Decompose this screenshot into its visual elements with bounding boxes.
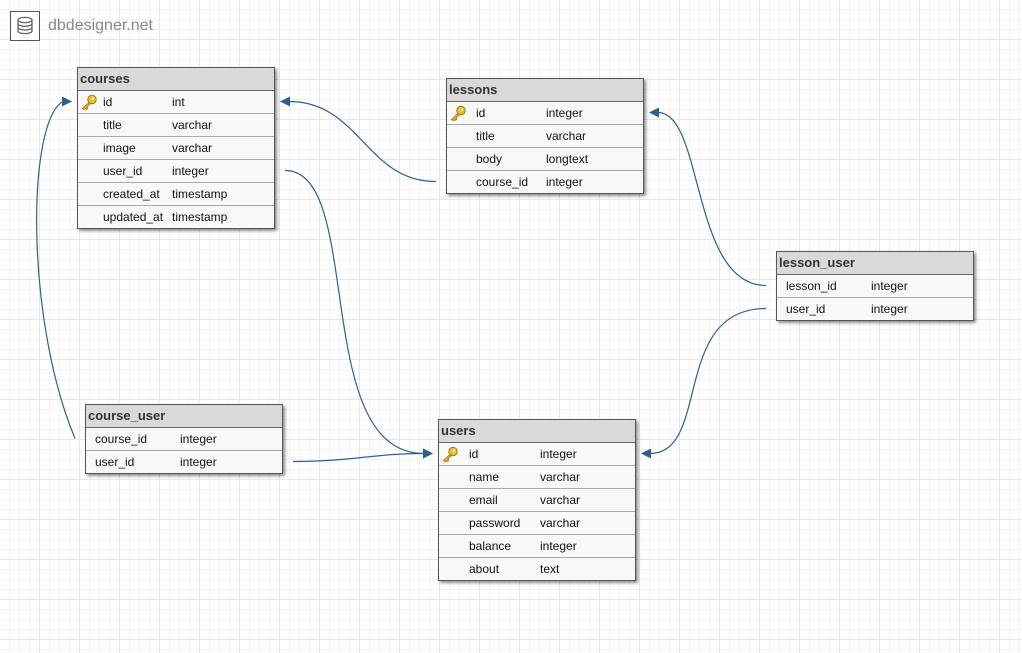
column-name: id [476, 106, 486, 120]
relation-line[interactable] [284, 169, 425, 455]
relation-course-user-course-id-to-courses[interactable] [36, 96, 76, 439]
table-row[interactable]: updated_at timestamp [78, 206, 274, 228]
relation-lessons-course-id-to-courses[interactable] [280, 96, 437, 183]
table-row[interactable]: title varchar [78, 114, 274, 137]
relation-course-user-user-id-to-users[interactable] [292, 448, 433, 463]
column-name: password [469, 516, 521, 530]
column-type: integer [180, 455, 217, 469]
column-name: body [476, 152, 503, 166]
key-icon [441, 446, 459, 463]
table-row[interactable]: email varchar [439, 489, 635, 512]
column-type: varchar [540, 493, 581, 507]
table-row[interactable]: course_id integer [86, 428, 282, 451]
column-type: varchar [540, 470, 581, 484]
column-name: course_id [95, 432, 148, 446]
brand-logo[interactable]: dbdesigner.net [10, 10, 153, 42]
column-name: id [103, 95, 113, 109]
arrowhead-icon [649, 107, 659, 118]
column-name: title [476, 129, 495, 143]
relation-courses-user-id-to-users[interactable] [284, 169, 433, 459]
column-name: lesson_id [786, 279, 837, 293]
brand-name: dbdesigner.net [48, 17, 153, 34]
table-row[interactable]: about text [439, 558, 635, 580]
table-row[interactable]: user_id integer [86, 451, 282, 473]
table-row[interactable]: user_id integer [78, 160, 274, 183]
table-header[interactable]: course_user [86, 405, 282, 428]
column-type: timestamp [172, 210, 228, 224]
table-row[interactable]: password varchar [439, 512, 635, 535]
relation-line[interactable] [36, 100, 76, 439]
column-type: int [172, 95, 185, 109]
column-name: updated_at [103, 210, 164, 224]
column-type: integer [871, 279, 908, 293]
relation-lesson-user-lesson-id-to-lessons[interactable] [649, 107, 767, 287]
table-row[interactable]: body longtext [447, 148, 643, 171]
relation-line[interactable] [288, 100, 437, 183]
table-lessons[interactable]: lessons id integer title varchar body longtext… [446, 78, 644, 194]
table-row[interactable]: name varchar [439, 466, 635, 489]
column-type: longtext [546, 152, 589, 166]
column-name: image [103, 141, 136, 155]
arrowhead-icon [423, 448, 433, 459]
table-header[interactable]: lessons [447, 79, 643, 102]
column-name: user_id [95, 455, 135, 469]
column-name: name [469, 470, 500, 484]
database-icon [10, 11, 40, 41]
column-type: text [540, 562, 560, 576]
column-type: integer [172, 164, 209, 178]
column-name: title [103, 118, 122, 132]
arrowhead-icon [641, 448, 651, 459]
key-icon [449, 105, 467, 122]
table-header[interactable]: lesson_user [777, 252, 973, 275]
table-row[interactable]: id int [78, 91, 274, 114]
column-type: integer [540, 539, 577, 553]
table-row[interactable]: lesson_id integer [777, 275, 973, 298]
arrowhead-icon [280, 96, 290, 107]
table-header[interactable]: users [439, 420, 635, 443]
column-name: balance [469, 539, 512, 553]
column-name: email [469, 493, 498, 507]
table-row[interactable]: title varchar [447, 125, 643, 148]
relation-line[interactable] [657, 111, 767, 287]
column-type: varchar [540, 516, 581, 530]
table-header[interactable]: courses [78, 68, 274, 91]
table-row[interactable]: id integer [447, 102, 643, 125]
column-type: varchar [172, 141, 213, 155]
arrowhead-icon [423, 448, 433, 459]
column-type: integer [546, 175, 583, 189]
column-type: integer [871, 302, 908, 316]
column-name: about [469, 562, 500, 576]
column-name: created_at [103, 187, 160, 201]
table-row[interactable]: course_id integer [447, 171, 643, 193]
column-type: integer [180, 432, 217, 446]
column-type: integer [546, 106, 583, 120]
relation-line[interactable] [292, 452, 425, 463]
relation-lesson-user-user-id-to-users[interactable] [641, 307, 767, 459]
column-type: timestamp [172, 187, 228, 201]
table-courses[interactable]: courses id int title varchar image varchar user… [77, 67, 275, 229]
table-row[interactable]: created_at timestamp [78, 183, 274, 206]
arrowhead-icon [62, 96, 72, 107]
table-row[interactable]: image varchar [78, 137, 274, 160]
column-name: user_id [786, 302, 826, 316]
column-name: user_id [103, 164, 143, 178]
key-icon [80, 94, 98, 111]
table-row[interactable]: balance integer [439, 535, 635, 558]
column-type: integer [540, 447, 577, 461]
column-type: varchar [172, 118, 213, 132]
column-name: course_id [476, 175, 529, 189]
relation-line[interactable] [649, 307, 767, 455]
table-row[interactable]: user_id integer [777, 298, 973, 320]
table-row[interactable]: id integer [439, 443, 635, 466]
column-name: id [469, 447, 479, 461]
column-type: varchar [546, 129, 587, 143]
